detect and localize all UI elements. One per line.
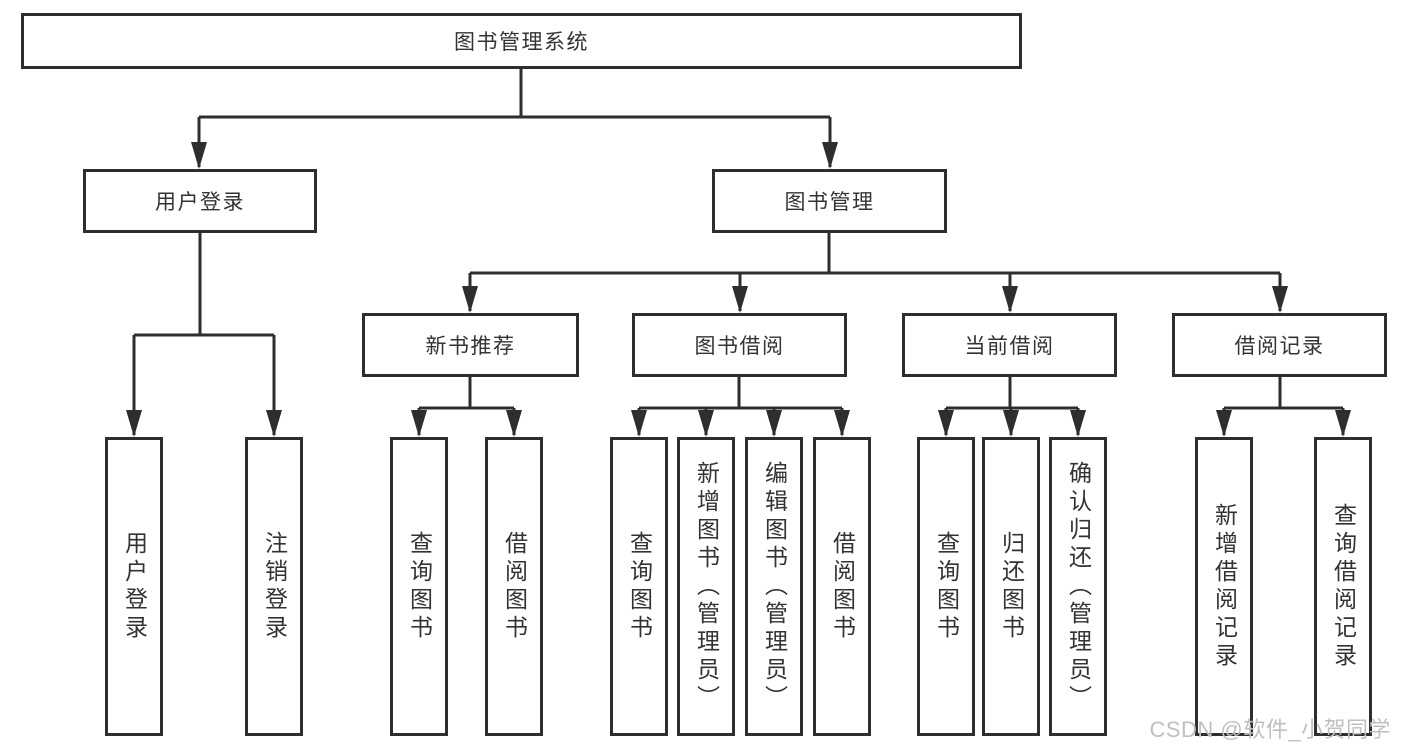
arrowheads <box>126 142 1351 437</box>
leaf-borrow-books-1-label: 借阅图书 <box>501 530 528 643</box>
leaf-borrow-books-1: 借阅图书 <box>485 437 543 736</box>
node-user-login-label: 用户登录 <box>155 191 245 214</box>
node-current-borrow-label: 当前借阅 <box>964 335 1055 358</box>
node-borrow-records: 借阅记录 <box>1172 313 1387 377</box>
leaf-query-books-1: 查询图书 <box>390 437 448 736</box>
leaf-query-borrow-record: 查询借阅记录 <box>1314 437 1372 736</box>
node-book-borrow-label: 图书借阅 <box>694 335 785 358</box>
leaf-user-login-label: 用户登录 <box>121 530 148 643</box>
node-root-label: 图书管理系统 <box>454 31 589 54</box>
leaf-confirm-return-admin-label: 确认归还（管理员） <box>1065 460 1092 713</box>
node-new-book-recommend: 新书推荐 <box>362 313 579 377</box>
node-book-management-label: 图书管理 <box>784 191 875 214</box>
leaf-return-books: 归还图书 <box>982 437 1040 736</box>
leaf-borrow-books-2-label: 借阅图书 <box>829 530 856 643</box>
leaf-add-borrow-record: 新增借阅记录 <box>1195 437 1253 736</box>
node-root: 图书管理系统 <box>21 13 1022 69</box>
leaf-add-book-admin-label: 新增图书（管理员） <box>693 460 720 713</box>
leaf-edit-book-admin: 编辑图书（管理员） <box>745 437 803 736</box>
leaf-logout-label: 注销登录 <box>261 530 288 643</box>
node-book-management: 图书管理 <box>712 169 947 233</box>
leaf-logout: 注销登录 <box>245 437 303 736</box>
leaf-edit-book-admin-label: 编辑图书（管理员） <box>761 460 788 713</box>
leaf-query-books-1-label: 查询图书 <box>406 530 433 643</box>
node-new-book-recommend-label: 新书推荐 <box>425 335 516 358</box>
leaf-query-borrow-record-label: 查询借阅记录 <box>1330 502 1357 671</box>
csdn-watermark: CSDN @软件_小贺同学 <box>1149 717 1391 742</box>
node-book-borrow: 图书借阅 <box>632 313 847 377</box>
node-current-borrow: 当前借阅 <box>902 313 1117 377</box>
leaf-borrow-books-2: 借阅图书 <box>813 437 871 736</box>
leaf-return-books-label: 归还图书 <box>998 530 1025 643</box>
leaf-add-book-admin: 新增图书（管理员） <box>677 437 735 736</box>
leaf-add-borrow-record-label: 新增借阅记录 <box>1211 502 1238 671</box>
leaf-query-books-3-label: 查询图书 <box>933 530 960 643</box>
leaf-query-books-2-label: 查询图书 <box>626 530 653 643</box>
leaf-user-login: 用户登录 <box>105 437 163 736</box>
node-user-login: 用户登录 <box>83 169 317 233</box>
leaf-query-books-2: 查询图书 <box>610 437 668 736</box>
node-borrow-records-label: 借阅记录 <box>1234 335 1325 358</box>
leaf-query-books-3: 查询图书 <box>917 437 975 736</box>
leaf-confirm-return-admin: 确认归还（管理员） <box>1049 437 1107 736</box>
